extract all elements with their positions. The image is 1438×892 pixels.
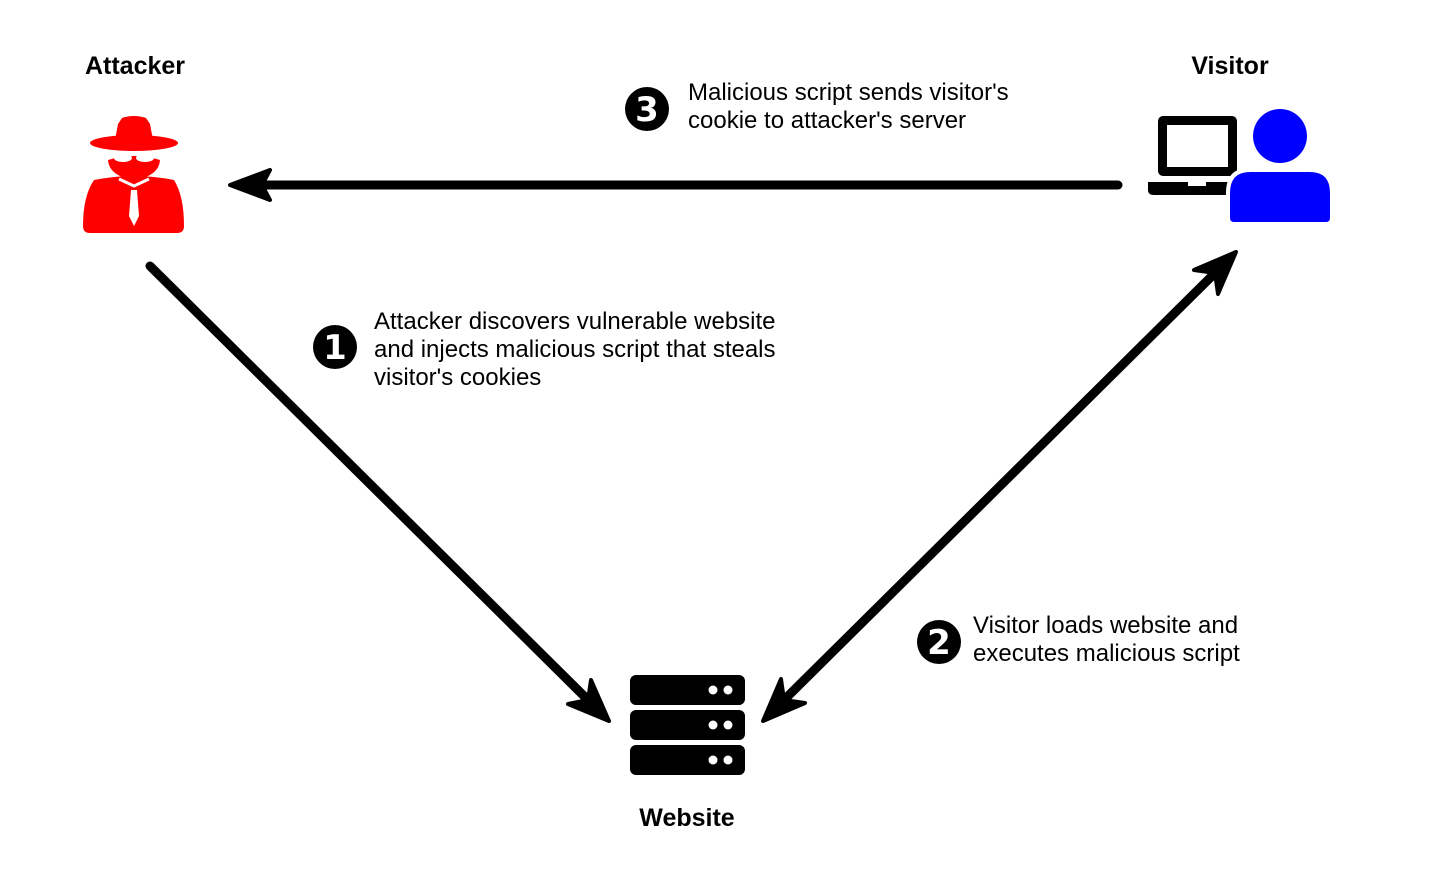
step-1-text: Attacker discovers vulnerable website an… (374, 308, 776, 392)
step-3-line-2: cookie to attacker's server (688, 107, 967, 134)
laptop-icon (1148, 116, 1246, 195)
attacker-spy-icon (83, 116, 184, 233)
arrow-visitor-to-attacker (228, 168, 1123, 202)
step-1-line-1: Attacker discovers vulnerable website (374, 308, 776, 335)
step-2-line-2: executes malicious script (973, 640, 1240, 667)
server-stack-icon (630, 675, 745, 775)
step-3-line-1: Malicious script sends visitor's (688, 79, 1009, 106)
step-2-badge: 2 (917, 620, 961, 664)
step-3-badge: 3 (625, 87, 669, 131)
step-1-line-2: and injects malicious script that steals (374, 336, 776, 363)
website-label: Website (639, 804, 735, 832)
user-icon (1226, 105, 1334, 222)
arrow-website-visitor (761, 250, 1238, 723)
step-1-line-3: visitor's cookies (374, 364, 542, 391)
arrow-attacker-to-website (145, 261, 611, 723)
step-3-text: Malicious script sends visitor's cookie … (688, 79, 1009, 135)
step-1-badge: 1 (313, 325, 357, 369)
attacker-label: Attacker (84, 52, 186, 80)
step-2-line-1: Visitor loads website and (973, 612, 1239, 639)
visitor-label: Visitor (1191, 52, 1269, 80)
step-2-text: Visitor loads website and executes malic… (973, 612, 1240, 668)
